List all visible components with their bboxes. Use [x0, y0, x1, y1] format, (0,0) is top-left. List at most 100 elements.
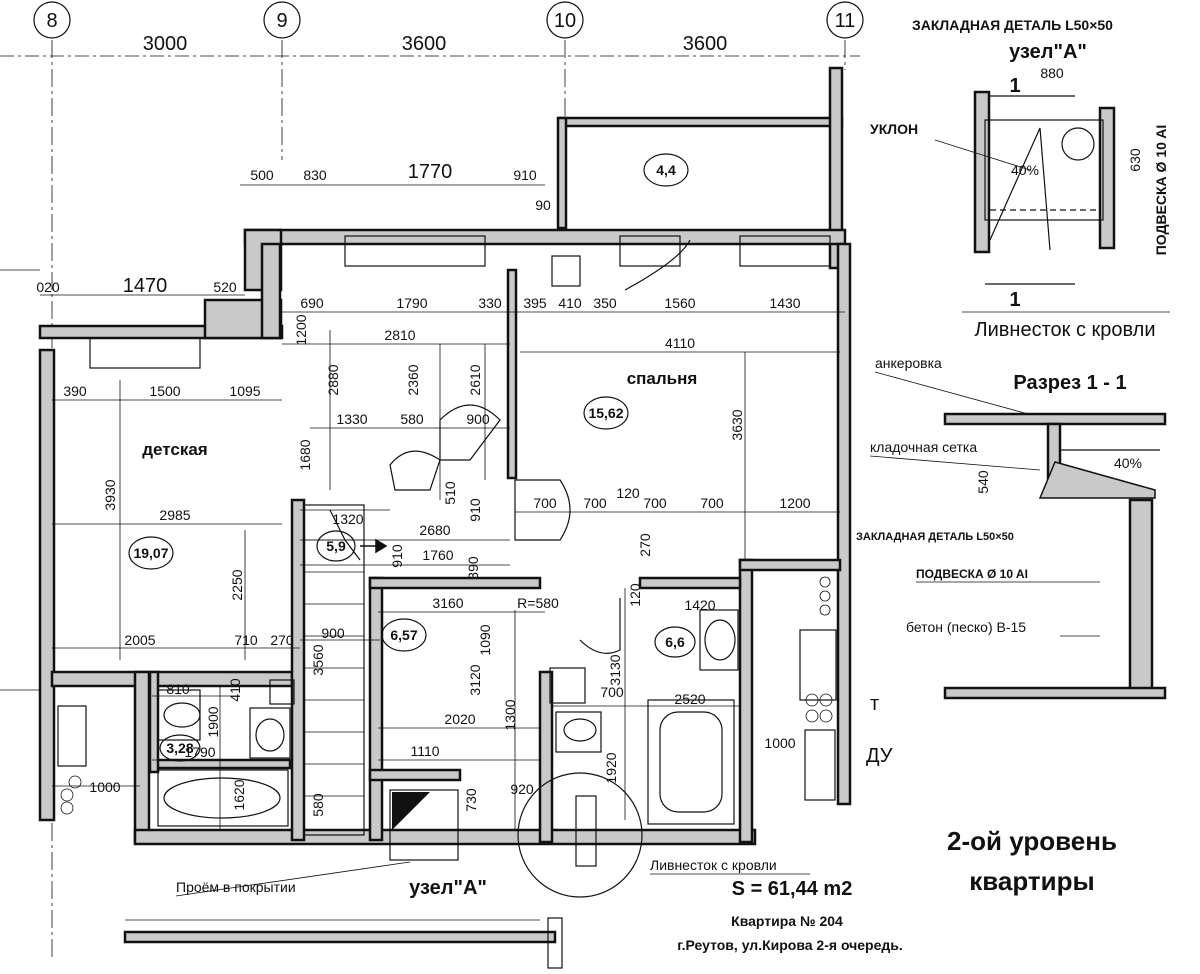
dim-1500: 1500 — [149, 383, 180, 399]
dim-3120: 3120 — [467, 664, 483, 695]
dim-710: 710 — [234, 632, 258, 648]
level-subtitle: квартиры — [969, 866, 1094, 896]
fragment-du: ДУ — [866, 745, 893, 767]
address: г.Реутов, ул.Кирова 2-я очередь. — [677, 937, 903, 953]
dim-020: 020 — [36, 279, 60, 295]
dim-2005: 2005 — [124, 632, 155, 648]
room-area-badge — [643, 153, 689, 187]
section-mark-top: 1 — [1009, 75, 1020, 97]
axis-label-10: 10 — [554, 10, 576, 32]
dim-270-a: 270 — [637, 533, 653, 557]
total-area: S = 61,44 m2 — [732, 878, 853, 900]
dim-330: 330 — [478, 295, 502, 311]
room-area-badge — [381, 618, 427, 652]
stove-icon — [57, 705, 87, 767]
axis-label-11: 11 — [835, 10, 856, 32]
roof-opening — [389, 789, 459, 861]
toilet-icon-2 — [555, 711, 602, 753]
ventilation-shaft — [551, 255, 581, 287]
lower-plan-fragment — [123, 917, 563, 969]
axis-marker-10 — [546, 1, 584, 39]
dim-2360: 2360 — [405, 364, 421, 395]
dim-3130: 3130 — [607, 654, 623, 685]
dim-R580: R=580 — [517, 595, 559, 611]
section-pct: 40% — [1114, 455, 1142, 471]
arrow-right-icon — [360, 538, 388, 554]
room-area-badge — [654, 626, 696, 658]
dim-2880: 2880 — [325, 364, 341, 395]
dim-4110: 4110 — [665, 335, 695, 351]
dim-1420: 1420 — [684, 597, 715, 613]
dim-2610: 2610 — [467, 364, 483, 395]
room-area-badge — [159, 734, 201, 762]
dimension-texts: 500 830 1770 910 90 020 1470 520 690 179… — [36, 161, 810, 817]
room-area-children: 19,07 — [133, 545, 168, 561]
dim-350: 350 — [593, 295, 617, 311]
dim-580-b: 580 — [310, 793, 326, 817]
note-roof-drain: Ливнесток с кровли — [650, 857, 777, 873]
section-hanger: ПОДВЕСКА Ø 10 AI — [916, 567, 1028, 581]
room-area-badge — [128, 536, 174, 570]
node-a-title: узел"А" — [1009, 41, 1087, 63]
dim-1200-v: 1200 — [293, 314, 309, 345]
dim-390-low: 390 — [465, 556, 481, 580]
axis-dim-10-11: 3600 — [683, 33, 728, 55]
dim-2985: 2985 — [159, 507, 190, 523]
dim-1430: 1430 — [769, 295, 800, 311]
dim-1560: 1560 — [664, 295, 695, 311]
dim-1000-a: 1000 — [89, 779, 120, 795]
axis-label-8: 8 — [46, 10, 57, 32]
dim-1095: 1095 — [229, 383, 260, 399]
dim-1900: 1900 — [205, 706, 221, 737]
dim-700-4: 700 — [700, 495, 724, 511]
room-name-bedroom: спальня — [627, 369, 698, 388]
dim-410: 410 — [558, 295, 582, 311]
dim-700-2: 700 — [583, 495, 607, 511]
dim-3160: 3160 — [432, 595, 463, 611]
axis-marker-9 — [263, 1, 301, 39]
section-mark-bottom: 1 — [1009, 289, 1020, 311]
section-1-1: анкеровка Разрез 1 - 1 кладочная сетка 4… — [856, 355, 1167, 700]
dim-1680: 1680 — [297, 439, 313, 470]
node-a-hanger: ПОДВЕСКА Ø 10 AI — [1153, 125, 1169, 256]
dim-3930: 3930 — [102, 479, 118, 510]
dim-900-b: 900 — [321, 625, 345, 641]
dim-730: 730 — [463, 788, 479, 812]
node-a-drain: Ливнесток с кровли — [974, 319, 1155, 341]
axis-marker-8 — [33, 1, 71, 39]
dim-3630: 3630 — [729, 409, 745, 440]
axis-marker-11 — [826, 1, 864, 39]
bathtub-icon-2 — [647, 699, 735, 825]
fragment-t: т — [870, 693, 879, 715]
dim-910-mid: 910 — [467, 498, 483, 522]
node-a-slope: УКЛОН — [870, 121, 918, 137]
dim-1470: 1470 — [123, 275, 168, 297]
dim-1790-b: 1790 — [184, 744, 215, 760]
dim-90: 90 — [535, 197, 551, 213]
dim-3560: 3560 — [310, 644, 326, 675]
dim-510: 510 — [442, 481, 458, 505]
room-area-bath: 6,6 — [665, 634, 685, 650]
dim-2020: 2020 — [444, 711, 475, 727]
node-a-pct: 40% — [1011, 162, 1039, 178]
room-area-bedroom: 15,62 — [588, 405, 623, 421]
room-name-children: детская — [142, 440, 207, 459]
dim-910-top: 910 — [513, 167, 537, 183]
room-area-badge — [583, 396, 629, 430]
dim-1620: 1620 — [231, 779, 247, 810]
apartment-number: Квартира № 204 — [731, 913, 843, 929]
note-node-ref: узел"А" — [409, 877, 487, 899]
room-area-stair: 5,9 — [326, 538, 346, 554]
section-mesh: кладочная сетка — [870, 439, 977, 455]
dimension-lines — [40, 184, 845, 830]
dim-410-b: 410 — [227, 678, 243, 702]
room-labels: детская 19,07 спальня 15,62 4,4 5,9 6,57… — [128, 153, 698, 762]
dim-2520: 2520 — [674, 691, 705, 707]
dim-1320: 1320 — [332, 511, 363, 527]
sink-icon — [249, 707, 291, 759]
axis-dim-8-9: 3000 — [143, 33, 188, 55]
fixtures — [57, 576, 837, 827]
dim-1110: 1110 — [410, 743, 439, 759]
dim-1770: 1770 — [408, 161, 453, 183]
